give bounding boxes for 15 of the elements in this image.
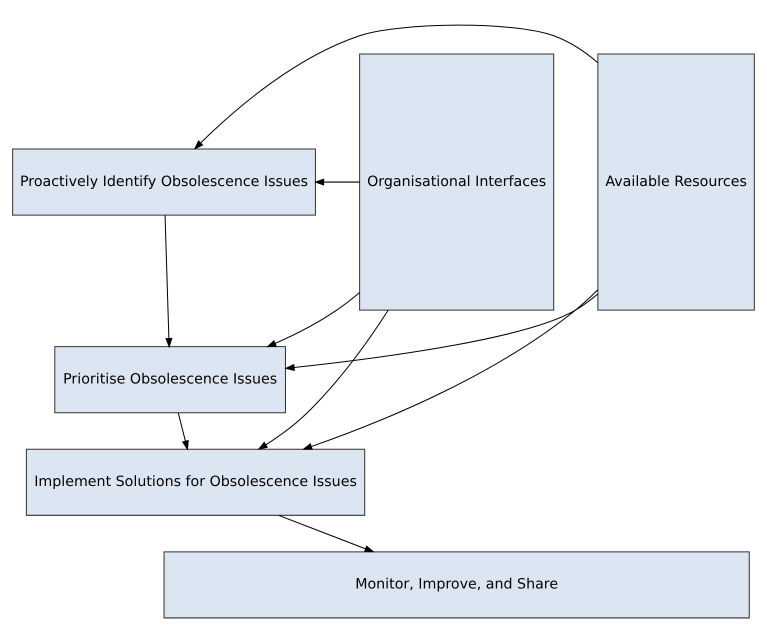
arrow	[284, 293, 598, 370]
arrow	[302, 288, 598, 450]
arrow	[278, 514, 375, 552]
node-box: Monitor, Improve, and Share	[164, 550, 750, 618]
arrow	[178, 412, 189, 450]
node-box: Available Resources	[597, 53, 755, 310]
node-box: Organisational Interfaces	[359, 53, 554, 310]
arrow	[314, 178, 360, 186]
node-box: Proactively Identify Obsolescence Issues	[12, 148, 316, 216]
arrow	[194, 24, 598, 150]
arrow	[266, 292, 360, 347]
arrow	[258, 309, 389, 450]
node-box: Implement Solutions for Obsolescence Issues	[26, 448, 366, 516]
node-box: Prioritise Obsolescence Issues	[54, 346, 286, 413]
arrow	[164, 214, 172, 348]
